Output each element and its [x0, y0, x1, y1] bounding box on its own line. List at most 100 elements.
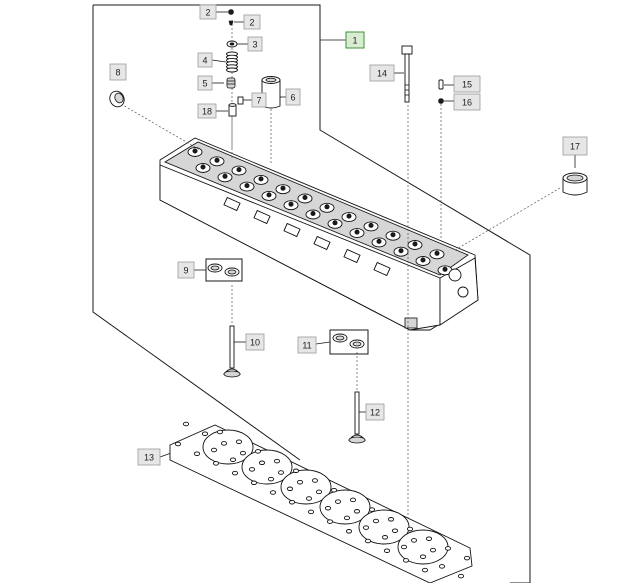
callout-box — [369, 64, 395, 82]
callout-c18[interactable]: 18 — [197, 103, 217, 119]
callout-box — [199, 4, 217, 20]
gasket-hole — [444, 546, 452, 551]
valve-pocket-center — [214, 157, 220, 163]
small-plug-part[interactable] — [438, 98, 444, 104]
gasket-hole — [402, 558, 410, 563]
callout-c14[interactable]: 14 — [369, 64, 395, 82]
gasket-hole — [406, 526, 414, 532]
valve-pocket-center — [244, 183, 250, 189]
callout-label: 13 — [144, 453, 154, 463]
callout-c4[interactable]: 4 — [197, 52, 213, 68]
callout-label: 6 — [290, 93, 295, 103]
valve-seat-inserts-part[interactable] — [205, 258, 243, 282]
gasket-hole — [326, 519, 334, 524]
head-bolt-part[interactable] — [401, 45, 413, 103]
callout-box — [137, 448, 161, 466]
valve-pockets — [187, 147, 453, 276]
gasket-hole — [248, 467, 256, 472]
dowel-pin-part[interactable] — [438, 79, 444, 90]
gasket-hole — [296, 479, 304, 485]
valve-pocket-center — [324, 204, 330, 210]
callout-c17[interactable]: 17 — [562, 136, 588, 156]
callout-c15[interactable]: 15 — [453, 75, 481, 93]
callout-c16[interactable]: 16 — [453, 93, 481, 111]
gasket-hole — [229, 457, 237, 462]
valve-pocket-center — [192, 148, 198, 154]
gasket-hole — [387, 517, 395, 522]
valve-pocket-center — [390, 232, 396, 238]
gasket-hole — [463, 555, 471, 561]
gasket-hole — [330, 487, 338, 493]
callout-c1[interactable]: 1 — [345, 31, 365, 49]
valve-pocket-center — [302, 195, 308, 201]
gasket-hole — [353, 509, 361, 514]
callout-box — [453, 93, 481, 111]
callout-c8[interactable]: 8 — [109, 63, 127, 81]
valve-guide-part[interactable] — [228, 103, 237, 117]
callout-c12[interactable]: 12 — [365, 403, 385, 421]
expansion-plug-part[interactable] — [107, 89, 126, 109]
gasket-hole — [286, 486, 294, 492]
gasket-bore — [202, 429, 254, 465]
gasket-hole — [315, 489, 323, 495]
callout-label: 5 — [202, 79, 207, 89]
bushing-part[interactable] — [237, 96, 244, 105]
callout-c13[interactable]: 13 — [137, 448, 161, 466]
gasket-hole — [231, 470, 239, 476]
valve-pocket-center — [332, 220, 338, 226]
callout-label: 9 — [183, 266, 188, 276]
gasket-hole — [305, 496, 313, 501]
valve-pocket-center — [200, 164, 206, 170]
callout-label: 12 — [370, 408, 380, 418]
gasket-hole — [381, 535, 389, 540]
valve-pocket-center — [280, 185, 286, 191]
gasket-hole — [212, 461, 220, 466]
gasket-hole — [372, 518, 380, 524]
callout-c6[interactable]: 6 — [285, 88, 301, 106]
callout-c2a[interactable]: 2 — [199, 4, 217, 20]
callout-c7[interactable]: 7 — [251, 92, 267, 108]
callout-c5[interactable]: 5 — [197, 75, 213, 91]
gasket-hole — [421, 567, 429, 573]
intake-valve-part[interactable] — [223, 325, 241, 378]
side-bosses — [223, 196, 391, 277]
gasket-hole — [216, 429, 224, 435]
spring-retainer-part[interactable] — [226, 40, 238, 48]
valve-keeper-part[interactable] — [228, 9, 234, 26]
valve-pocket-center — [368, 222, 374, 228]
assembly-frame — [92, 4, 531, 583]
gasket-hole — [258, 460, 266, 466]
head-gasket-part[interactable] — [169, 421, 473, 583]
gasket-hole — [174, 441, 182, 447]
projection-lines — [120, 20, 561, 560]
gasket-hole — [391, 528, 399, 533]
callout-box — [245, 333, 265, 351]
gasket-hole — [292, 468, 300, 474]
valve-pocket-center — [288, 201, 294, 207]
valve-pocket-center — [420, 257, 426, 263]
callout-box — [109, 63, 127, 81]
callout-label: 3 — [252, 40, 257, 50]
exhaust-seat-inserts-part[interactable] — [329, 329, 369, 355]
callout-c11[interactable]: 11 — [297, 336, 317, 354]
exhaust-valve-part[interactable] — [348, 391, 366, 444]
valve-pocket-center — [258, 176, 264, 182]
valve-pocket-center — [398, 248, 404, 254]
valve-pocket-center — [266, 192, 272, 198]
valve-pocket-center — [376, 238, 382, 244]
gasket-hole — [269, 490, 277, 495]
callout-c10[interactable]: 10 — [245, 333, 265, 351]
callout-c3[interactable]: 3 — [247, 36, 263, 52]
callout-c2b[interactable]: 2 — [243, 14, 261, 30]
sleeve-bushing-part[interactable] — [562, 172, 588, 196]
gasket-hole — [345, 529, 353, 534]
gasket-hole — [273, 458, 281, 464]
valve-stem-seal-part[interactable] — [226, 77, 236, 89]
callout-c9[interactable]: 9 — [177, 261, 195, 279]
valve-spring-part[interactable] — [226, 51, 238, 73]
callout-box — [197, 103, 217, 119]
callout-label: 18 — [202, 107, 212, 117]
gasket-hole — [349, 497, 357, 503]
cylinder-head[interactable] — [159, 137, 479, 331]
callout-box — [251, 92, 267, 108]
